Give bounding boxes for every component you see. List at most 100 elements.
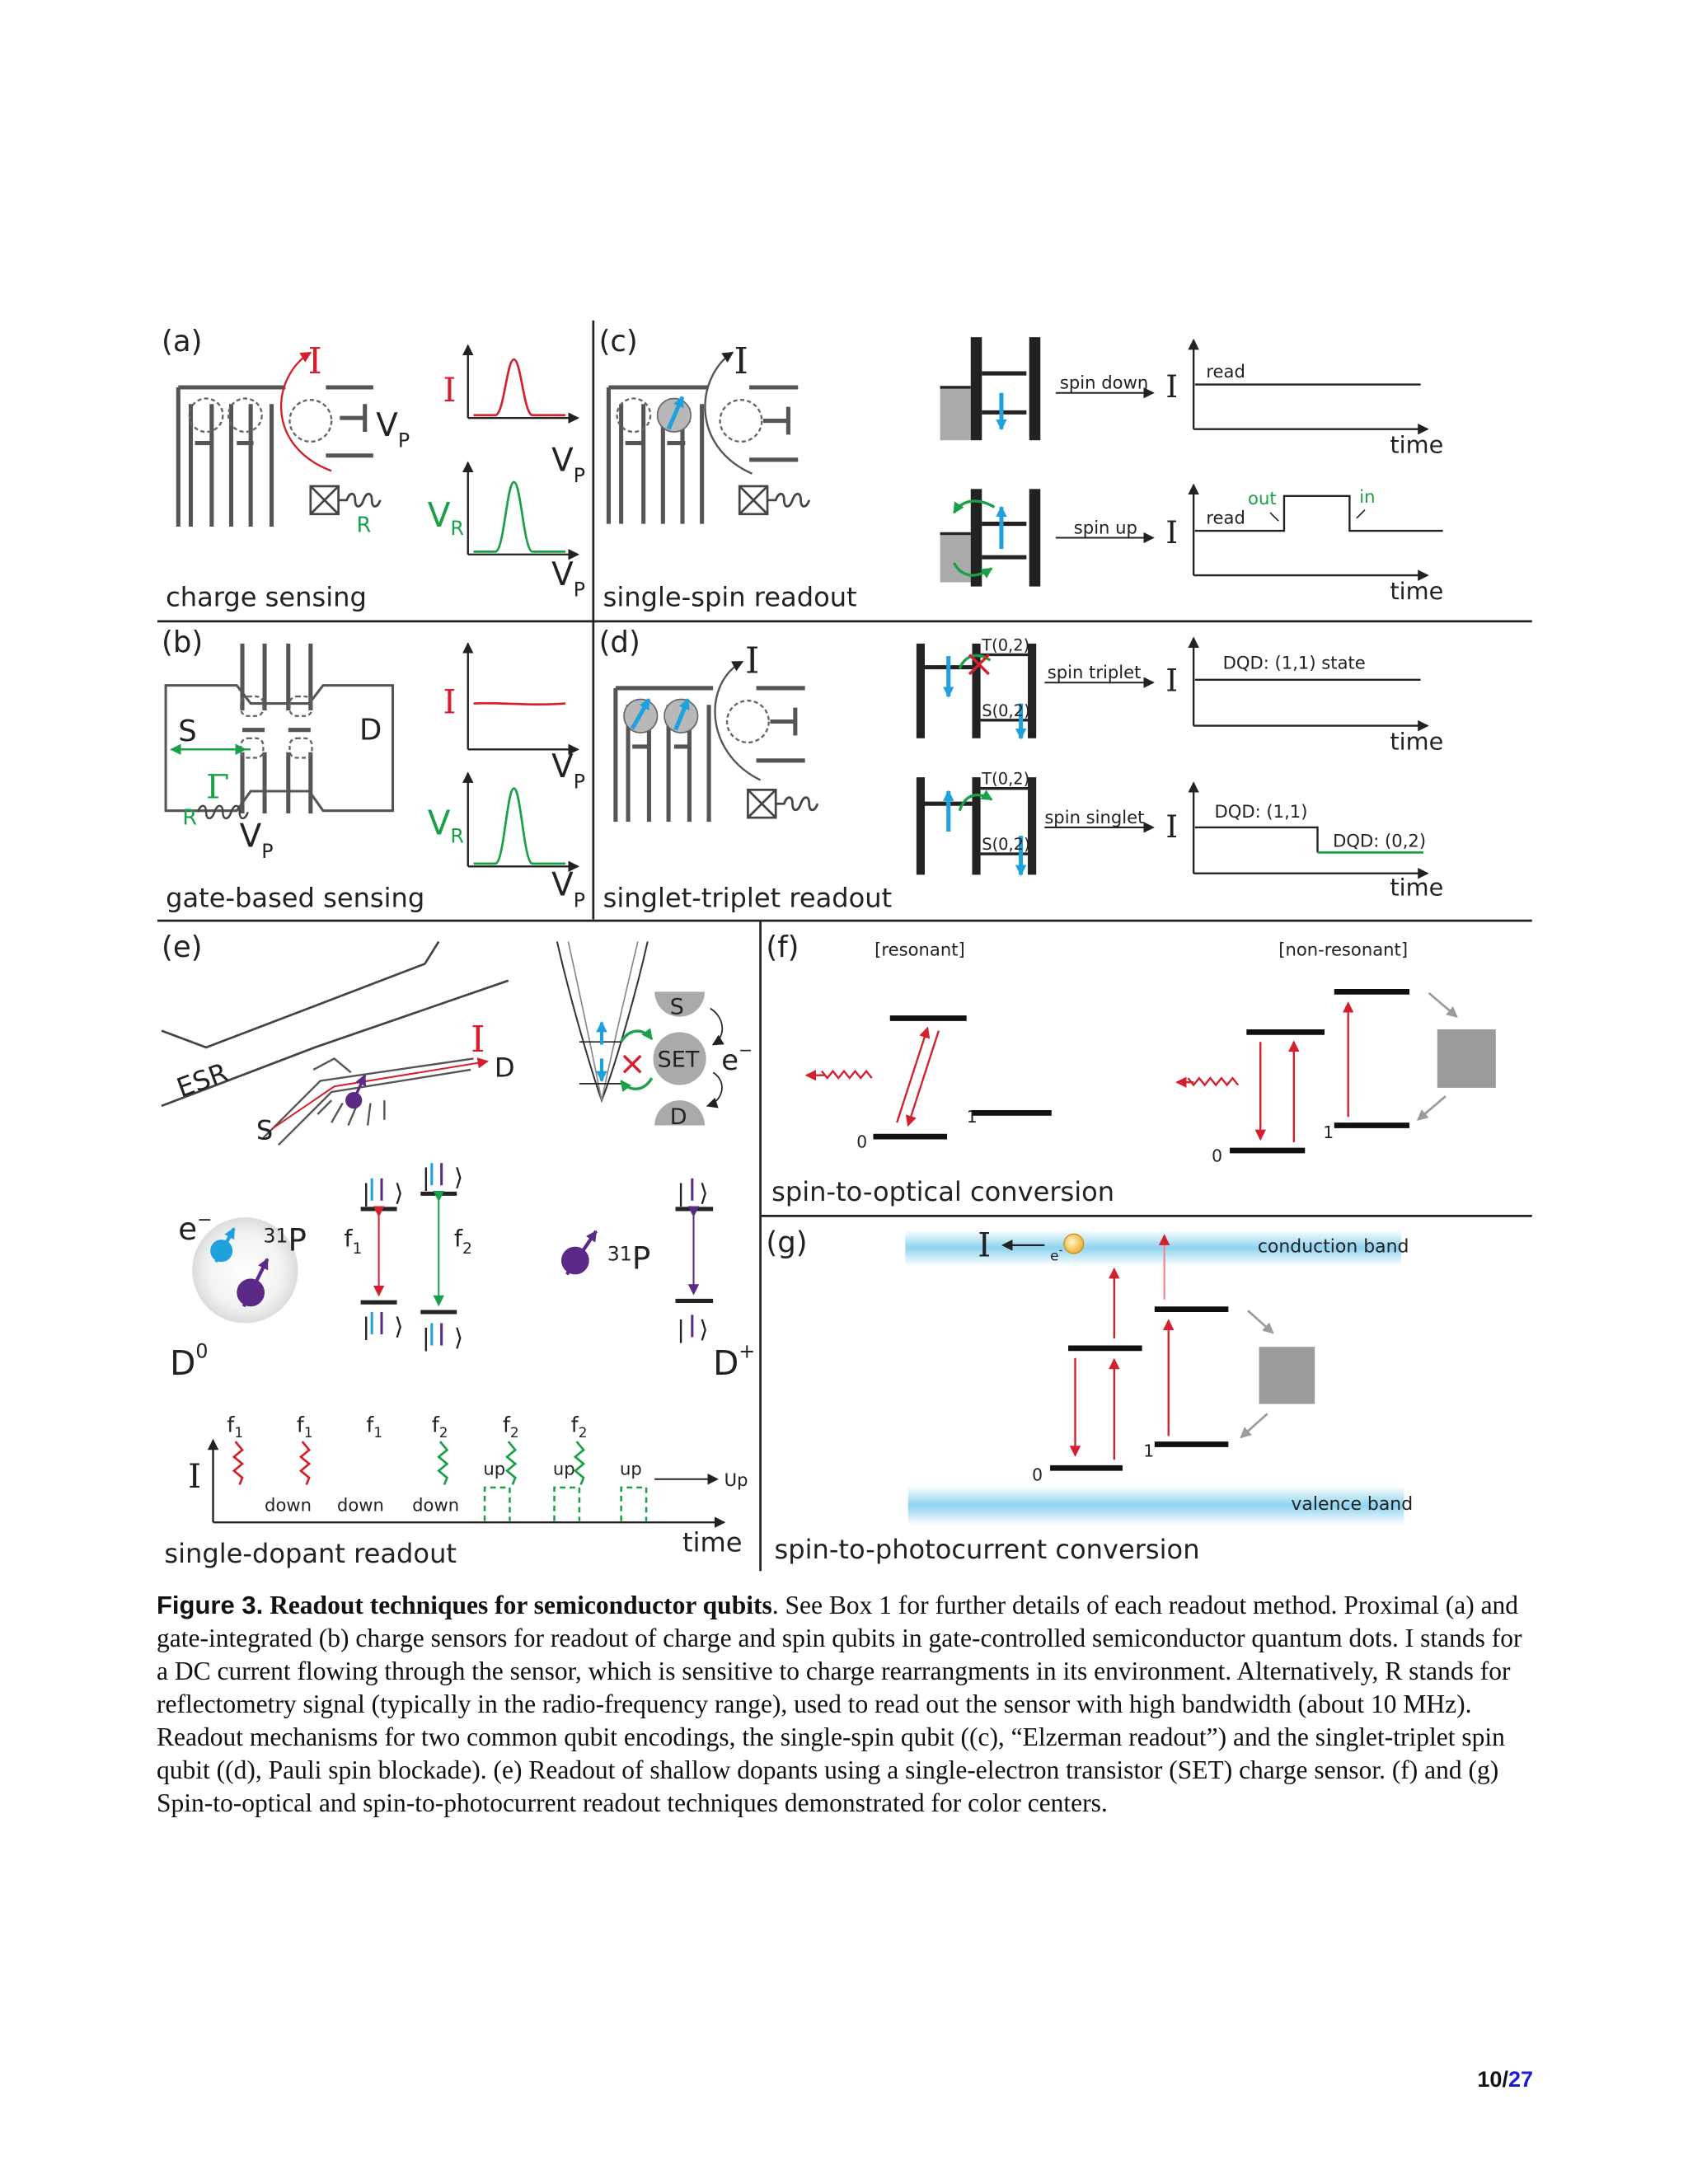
non-resonant-label: [non-resonant]: [1278, 939, 1408, 959]
conduction-band: [905, 1230, 1401, 1267]
spin-singlet-label: spin singlet: [1044, 807, 1144, 827]
panel-c-sensor-current: I: [734, 340, 748, 382]
drain-label: D: [359, 713, 382, 747]
caption-title: Readout techniques for semiconductor qub…: [270, 1591, 772, 1619]
trace-ylabel: I: [188, 1456, 201, 1496]
singlet-level-1: S(0,2): [982, 701, 1029, 720]
intermediate-state-box: [1437, 1029, 1496, 1088]
current-symbol-1: I: [1165, 368, 1178, 405]
caption-text: . See Box 1 for further details of each …: [157, 1591, 1522, 1817]
panel-c-spin-down-row: spin down I read time: [940, 337, 1443, 458]
svg-text:⟩: ⟩: [454, 1324, 463, 1352]
panel-e-source: S: [256, 1114, 273, 1146]
set-source: S: [670, 994, 684, 1019]
dqd-state-2b: DQD: (0,2): [1333, 831, 1426, 851]
nanowire-channel: [164, 684, 395, 813]
tunnel-rate-label: Γ: [206, 766, 229, 806]
triplet-level-2: T(0,2): [981, 770, 1029, 789]
d0-level-scheme: |⟩ |⟩ |⟩ |⟩ f1 f2: [344, 1163, 472, 1352]
dqd-state-1: DQD: (1,1) state: [1223, 652, 1366, 673]
svg-text:⟩: ⟩: [394, 1179, 403, 1207]
panel-d-sensor-current: I: [745, 640, 759, 682]
panel-f: (f) [resonant] [non-resonant] 0 1 0 1 sp…: [766, 930, 1496, 1207]
dplus-level-scheme: |⟩ |⟩: [675, 1178, 714, 1343]
time-label-d1: time: [1390, 727, 1443, 755]
panel-c-caption: single-spin readout: [603, 581, 857, 612]
gate-voltage-label: VP: [376, 407, 410, 452]
panel-e: (e) ESR I D S S S: [161, 930, 755, 1569]
panel-b-plot-reflectometry: VR: [428, 771, 579, 873]
svg-text:f1: f1: [297, 1412, 313, 1441]
panel-d-triplet-row: T(0,2) S(0,2) spin triplet I DQD: (1,1) …: [916, 635, 1443, 755]
time-label-c1: time: [1390, 430, 1443, 458]
intermediate-state-box-g: [1259, 1347, 1315, 1404]
trace-xlabel: time: [682, 1527, 743, 1558]
svg-text:⟩: ⟩: [699, 1315, 708, 1343]
res-level1: 1: [967, 1107, 978, 1127]
conduction-band-label: conduction band: [1258, 1236, 1409, 1257]
figure-caption: Figure 3. Readout techniques for semicon…: [157, 1589, 1533, 1820]
set-diagram: S SET D e−: [556, 941, 753, 1130]
g-level0: 0: [1032, 1465, 1043, 1484]
ionized-donor-label: D+: [713, 1340, 755, 1383]
nonres-level1: 1: [1323, 1122, 1334, 1142]
svg-text:|: |: [422, 1163, 430, 1191]
resonant-label: [resonant]: [874, 939, 965, 959]
reflectometry-label-b: R: [182, 805, 197, 830]
panel-b-label: (b): [162, 626, 203, 659]
set-label: SET: [658, 1047, 700, 1073]
panel-b-caption: gate-based sensing: [166, 882, 424, 913]
time-label-d2: time: [1390, 874, 1443, 902]
panel-d-label: (d): [599, 626, 640, 659]
plot-xlabel-2: VP: [551, 556, 585, 602]
esr-label: ESR: [172, 1057, 232, 1104]
current-symbol-d2: I: [1165, 808, 1178, 845]
panel-d: (d) I T(0,2): [599, 626, 1444, 913]
current-symbol-2: I: [1165, 514, 1178, 551]
panel-d-caption: singlet-triplet readout: [603, 882, 893, 913]
res-level0: 0: [856, 1132, 867, 1152]
plot-ylabel-current: I: [443, 370, 456, 410]
valence-band-label: valence band: [1291, 1494, 1413, 1515]
sensor-current-arrow: [280, 351, 332, 472]
panel-g-label: (g): [766, 1226, 807, 1259]
photocurrent-label: I: [978, 1225, 991, 1264]
reflectometry-resonator: [309, 485, 382, 516]
panel-c-label: (c): [599, 325, 638, 359]
plot-b-ylabel-current: I: [443, 682, 456, 721]
panel-c-spin-up-row: spin up I read out in time: [940, 483, 1443, 605]
panel-e-caption: single-dopant readout: [164, 1538, 457, 1569]
in-label: in: [1359, 486, 1375, 507]
panel-a: (a) I VP R I VP VR: [162, 325, 585, 612]
plot-b-xlabel: VP: [551, 748, 585, 794]
panel-g: (g) conduction band valence band I e- 0 …: [766, 1225, 1413, 1565]
svg-text:down: down: [265, 1495, 312, 1516]
plot-ylabel-reflectometry: VR: [428, 495, 464, 540]
set-electron: e−: [721, 1040, 753, 1076]
panel-b-plot-current: I: [443, 642, 579, 756]
phosphorus-label-1: 31P: [263, 1222, 307, 1258]
f2-label: f2: [454, 1225, 472, 1258]
panel-a-plot-reflectometry: VR: [428, 461, 579, 560]
svg-text:down: down: [337, 1495, 384, 1516]
out-label: out: [1248, 488, 1277, 509]
f1-label: f1: [344, 1225, 362, 1258]
phosphorus-label-2: 31P: [607, 1240, 651, 1277]
svg-text:f1: f1: [227, 1412, 243, 1441]
read-label-1: read: [1206, 361, 1245, 382]
svg-text:up: up: [620, 1459, 642, 1479]
up-output-label: Up: [724, 1469, 748, 1490]
spin-triplet-label: spin triplet: [1048, 662, 1142, 682]
panel-e-current: I: [471, 1019, 485, 1061]
spin-up-label: spin up: [1074, 517, 1137, 537]
page-number-total: 27: [1507, 2067, 1533, 2092]
svg-text:f2: f2: [432, 1412, 448, 1441]
svg-text:|: |: [362, 1179, 370, 1207]
svg-text:down: down: [412, 1495, 459, 1516]
spin-down-label: spin down: [1060, 373, 1148, 393]
svg-text:⟩: ⟩: [394, 1312, 403, 1340]
panel-g-caption: spin-to-photocurrent conversion: [775, 1534, 1200, 1565]
read-label-2: read: [1206, 508, 1245, 528]
